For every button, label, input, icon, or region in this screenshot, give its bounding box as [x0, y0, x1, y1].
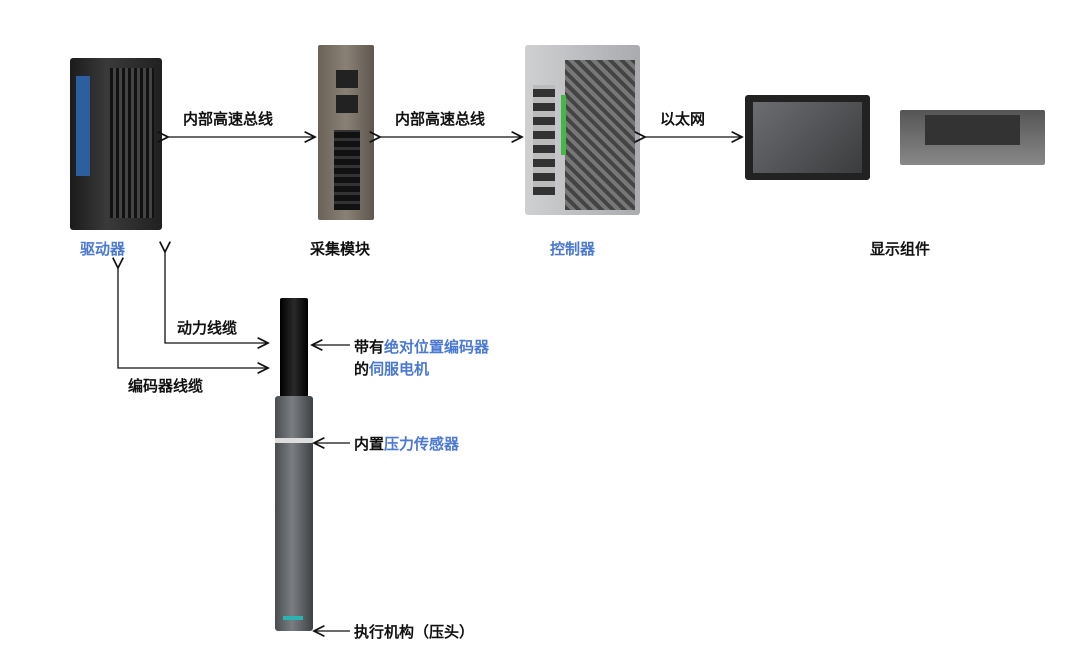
- motor-label-line2: 的伺服电机: [354, 358, 429, 379]
- controller-image: [525, 45, 640, 215]
- power-cable-label: 动力线缆: [177, 319, 238, 337]
- bus1-label: 内部高速总线: [183, 110, 274, 128]
- motor-label-line1: 带有绝对位置编码器: [354, 336, 489, 357]
- text: 内置: [354, 435, 385, 453]
- encoder-cable-arrow: [118, 268, 268, 368]
- collector-label: 采集模块: [310, 240, 371, 258]
- encoder-cable-label: 编码器线缆: [128, 377, 204, 395]
- highlight-text: 压力传感器: [384, 435, 460, 453]
- controller-label: 控制器: [550, 240, 596, 258]
- actuator-label: 执行机构（压头）: [354, 623, 475, 641]
- monitor-image: [745, 95, 870, 180]
- highlight-text: 绝对位置编码器: [384, 338, 490, 356]
- bus2-label: 内部高速总线: [395, 110, 486, 128]
- display-label: 显示组件: [870, 240, 931, 258]
- highlight-text: 伺服电机: [369, 360, 430, 378]
- text: 带有: [354, 338, 385, 356]
- sensor-label: 内置压力传感器: [354, 433, 459, 454]
- collector-module-image: [318, 45, 374, 220]
- driver-label: 驱动器: [80, 240, 126, 258]
- servo-motor-image: [280, 298, 308, 398]
- actuator-body-image: [275, 396, 313, 631]
- panel-back-image: [900, 110, 1045, 165]
- driver-image: [70, 58, 162, 230]
- ethernet-label: 以太网: [660, 110, 706, 128]
- text: 的: [354, 360, 370, 378]
